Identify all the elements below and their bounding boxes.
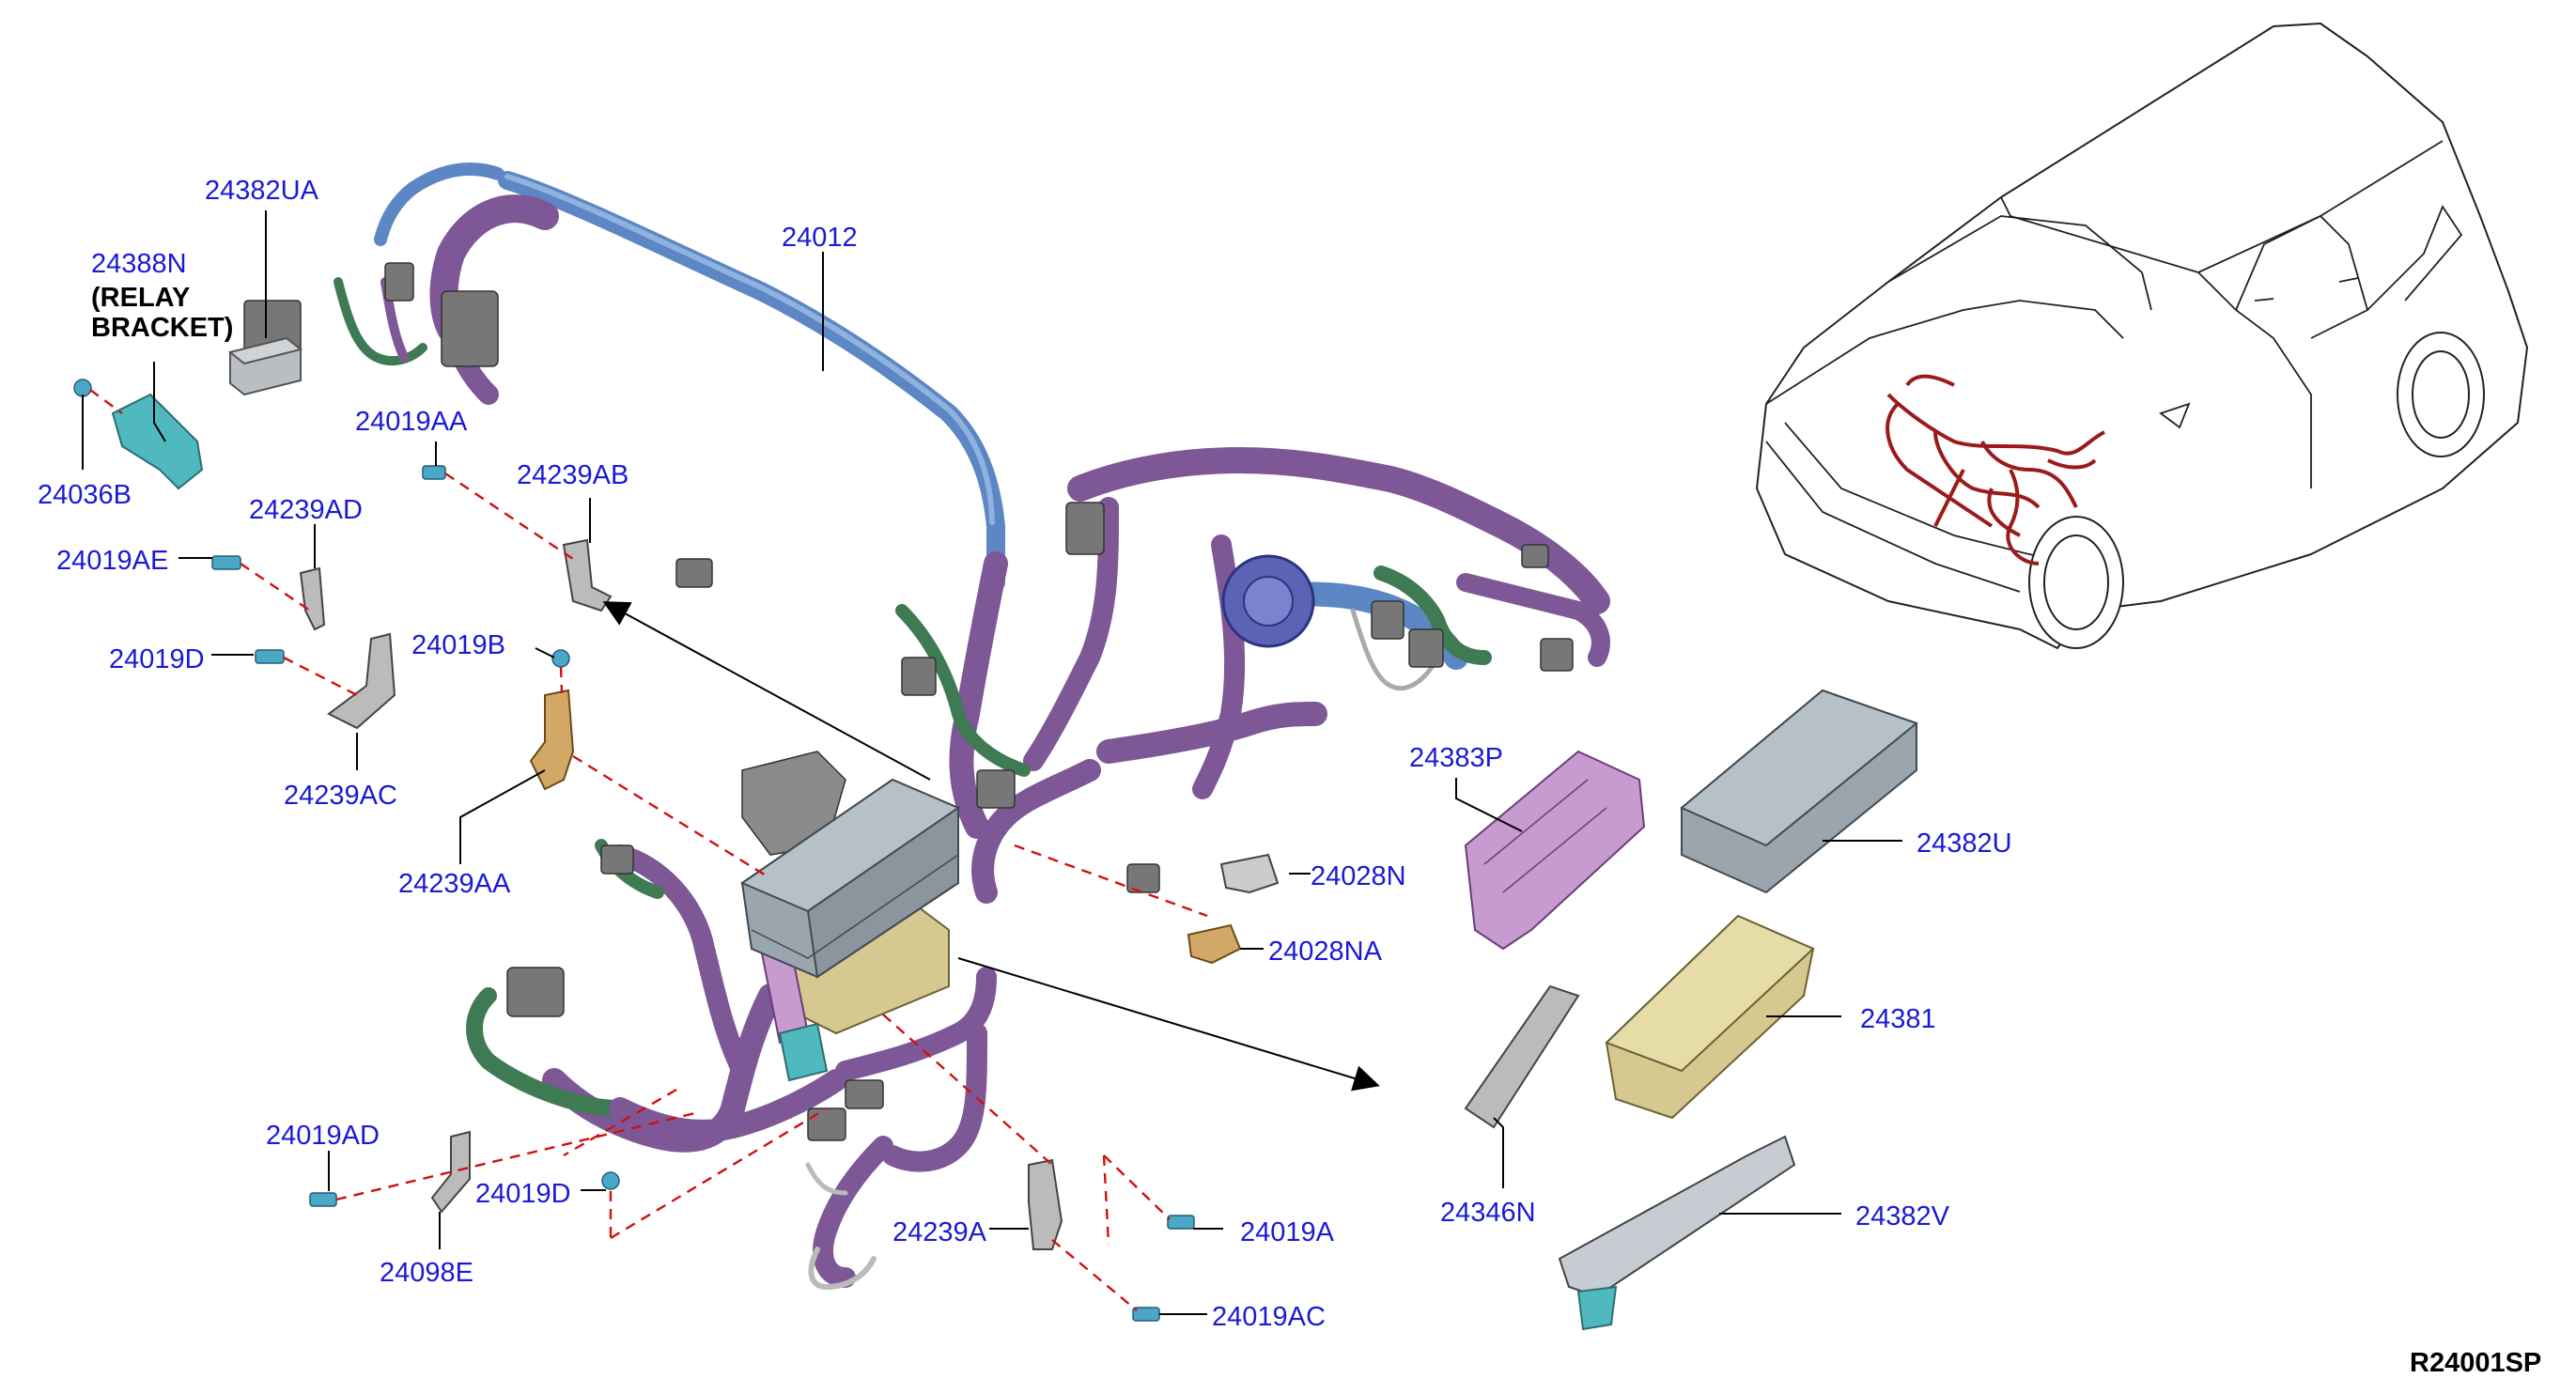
clip-24028N-icon bbox=[1219, 853, 1280, 894]
exploded-arrows bbox=[602, 601, 1380, 1092]
label-24036B[interactable]: 24036B bbox=[38, 480, 132, 510]
label-24028NA[interactable]: 24028NA bbox=[1268, 937, 1383, 967]
clip-24028NA-icon bbox=[1187, 923, 1242, 965]
lower-case-24382V-icon bbox=[1558, 1135, 1796, 1331]
label-24381[interactable]: 24381 bbox=[1860, 1004, 1936, 1034]
label-24382UA[interactable]: 24382UA bbox=[205, 176, 319, 206]
label-24098E[interactable]: 24098E bbox=[380, 1258, 473, 1288]
part-labels: 24382UA 24388N (RELAY BRACKET) 24036B 24… bbox=[38, 176, 2541, 1378]
label-24019AC[interactable]: 24019AC bbox=[1212, 1302, 1326, 1332]
label-24346N[interactable]: 24346N bbox=[1440, 1198, 1536, 1228]
label-relay-bracket-line1: (RELAY bbox=[91, 283, 190, 313]
label-24239AD[interactable]: 24239AD bbox=[249, 495, 363, 525]
bracket-24239AA-icon bbox=[529, 689, 575, 791]
label-24239AC[interactable]: 24239AC bbox=[284, 781, 397, 811]
assembly-dash-lines bbox=[89, 389, 1208, 1311]
label-24239AB[interactable]: 24239AB bbox=[517, 460, 628, 490]
bracket-24346N-icon bbox=[1464, 984, 1580, 1129]
cover-24382U-icon bbox=[1680, 689, 1919, 894]
leader-lines bbox=[82, 210, 1902, 1315]
bracket-24239AC-icon bbox=[327, 632, 396, 730]
relay-bracket-24388N-icon bbox=[111, 393, 204, 490]
bracket-24239AD-icon bbox=[299, 566, 326, 631]
label-24019AE[interactable]: 24019AE bbox=[56, 546, 168, 576]
bolt-icon bbox=[73, 379, 1195, 1322]
diagram-code: R24001SP bbox=[2410, 1348, 2541, 1378]
relay-24382UA-icon bbox=[227, 336, 303, 396]
label-24239A[interactable]: 24239A bbox=[892, 1217, 987, 1247]
label-24388N[interactable]: 24388N bbox=[91, 249, 187, 279]
label-24019D-top[interactable]: 24019D bbox=[109, 644, 205, 674]
bracket-24239AB-icon bbox=[562, 538, 613, 612]
bracket-24098E-icon bbox=[430, 1130, 471, 1214]
label-24382U[interactable]: 24382U bbox=[1916, 829, 2012, 859]
box-24381-icon bbox=[1605, 914, 1815, 1120]
car-harness-icon bbox=[1885, 374, 2105, 565]
label-24382V[interactable]: 24382V bbox=[1855, 1201, 1950, 1231]
label-24019D-bottom[interactable]: 24019D bbox=[475, 1179, 571, 1209]
label-relay-bracket-line2: BRACKET) bbox=[91, 313, 233, 343]
cover-24383P-icon bbox=[1464, 750, 1646, 951]
label-24012[interactable]: 24012 bbox=[782, 223, 858, 253]
label-24019A[interactable]: 24019A bbox=[1240, 1217, 1335, 1247]
label-24019B[interactable]: 24019B bbox=[411, 630, 505, 660]
main-harness-icon bbox=[243, 163, 1610, 1290]
label-24019AD[interactable]: 24019AD bbox=[266, 1121, 380, 1151]
label-24383P[interactable]: 24383P bbox=[1409, 743, 1503, 773]
label-24019AA[interactable]: 24019AA bbox=[355, 407, 468, 437]
label-24239AA[interactable]: 24239AA bbox=[398, 869, 511, 899]
label-24028N[interactable]: 24028N bbox=[1311, 861, 1406, 891]
bracket-24239A-icon bbox=[1028, 1158, 1063, 1250]
vehicle-suv-icon bbox=[1756, 23, 2528, 649]
junction-box-assembly-icon bbox=[739, 778, 961, 1082]
